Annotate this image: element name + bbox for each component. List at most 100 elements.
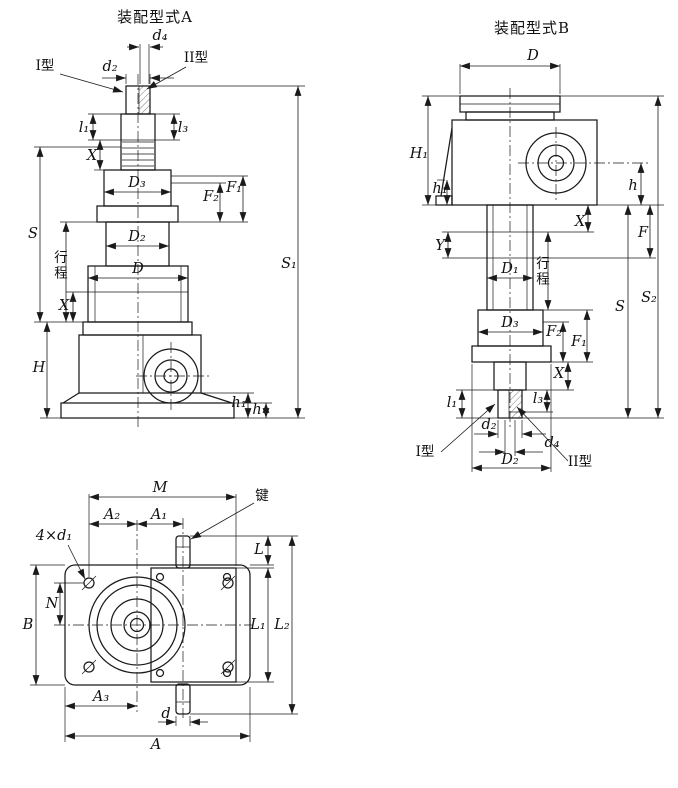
- bolt-hole: [83, 661, 95, 673]
- view-plan: M 键 A₂ A₁ 4×d₁ L B N L₁ L₂ A₃ d A: [22, 480, 298, 753]
- b-dim-l3: l₃: [533, 391, 544, 407]
- a-dim-D3: D₃: [127, 175, 146, 191]
- view-a-outline: [60, 85, 235, 419]
- worm-bearing-inner-a: [163, 368, 179, 384]
- flange-b: [471, 345, 552, 363]
- plan-dim-N: N: [45, 596, 60, 612]
- bolt-hole: [222, 661, 234, 673]
- base-plate-plan: [64, 564, 251, 686]
- b-dim-D3: D₃: [500, 315, 519, 331]
- plan-dimension-lines: [32, 493, 296, 740]
- plan-key-label: 键: [255, 488, 269, 504]
- b-dim-F1: F₁: [570, 334, 587, 350]
- housing-foot-b: [435, 195, 453, 206]
- view-b-dimension-lines: [424, 62, 662, 472]
- plan-d1-note: 4×d₁: [35, 528, 72, 544]
- flange-corner-hole: [222, 668, 232, 678]
- a-dim-x-upper: X: [86, 148, 98, 164]
- b-dim-H1: H₁: [409, 146, 428, 162]
- b-dim-D: D: [526, 48, 539, 64]
- b-type2-label: II型: [568, 454, 592, 470]
- flange-corner-hole: [155, 668, 165, 678]
- lift-tube-b: [486, 204, 534, 311]
- b-dim-h1: h₁: [432, 181, 447, 197]
- a-dim-S1: S₁: [281, 256, 297, 272]
- a-dim-d4: d₄: [152, 28, 167, 44]
- plan-dim-L1: L₁: [249, 617, 265, 633]
- plan-dim-A1: A₁: [149, 507, 167, 523]
- view-b-detail-and-extension-lines: [422, 64, 664, 472]
- b-dim-D1: D₁: [500, 261, 518, 277]
- flange-corner-hole: [222, 572, 232, 582]
- a-type1-label: I型: [36, 58, 55, 74]
- view-a-centerlines: [136, 74, 210, 428]
- b-dim-S: S: [615, 299, 625, 315]
- worm-bearing-mid-b: [537, 144, 575, 182]
- boss-circle-4: [123, 611, 151, 639]
- a-dim-l1: l₁: [79, 120, 89, 136]
- a-dim-D2: D₂: [127, 229, 146, 245]
- housing-flange-plan: [150, 567, 237, 683]
- worm-bearing-mid-a: [154, 359, 188, 393]
- b-dim-d4: d₄: [544, 435, 559, 451]
- shaft-stub-b: [497, 389, 523, 419]
- housing-body-b: [451, 119, 598, 206]
- section-hatch-a: [139, 86, 150, 114]
- b-dim-S2: S₂: [641, 290, 657, 306]
- plan-dim-A2: A₂: [102, 507, 120, 523]
- base-plate-a: [60, 402, 235, 419]
- b-dim-l1: l₁: [447, 395, 457, 411]
- a-dim-H: H: [32, 360, 46, 376]
- boss-circle-2: [96, 584, 178, 666]
- a-dim-F1: F₁: [225, 180, 242, 196]
- flange-corner-hole: [155, 572, 165, 582]
- plan-dim-d: d: [161, 706, 170, 722]
- b-dim-x-lower: X: [553, 366, 565, 382]
- b-type1-label: I型: [416, 444, 435, 460]
- view-b-centerlines: [509, 88, 648, 428]
- b-dim-F: F: [637, 225, 649, 241]
- a-type2-label: II型: [184, 50, 208, 66]
- a-dim-S: S: [28, 226, 38, 242]
- b-dim-travel: 行程: [533, 256, 550, 287]
- view-b-outline: [435, 95, 598, 419]
- plan-dim-B: B: [22, 617, 34, 633]
- plan-dim-A: A: [149, 737, 161, 753]
- a-dim-travel: 行程: [51, 250, 68, 281]
- view-a-detail-and-extension-lines: [34, 44, 305, 419]
- b-dim-h: h: [628, 178, 637, 194]
- housing-flange-a: [82, 321, 193, 336]
- view-a: 装配型式A d₄ I型 II型 d₂ l₁ l₃ X D₃ F₂ F₁ S D₂…: [28, 8, 305, 428]
- plan-labels: M 键 A₂ A₁ 4×d₁ L B N L₁ L₂ A₃ d A: [22, 480, 290, 753]
- flange-a: [96, 205, 179, 223]
- plan-dim-A3: A₃: [91, 689, 109, 705]
- view-a-labels: 装配型式A d₄ I型 II型 d₂ l₁ l₃ X D₃ F₂ F₁ S D₂…: [28, 8, 297, 418]
- view-a-dimension-lines: [36, 43, 302, 418]
- worm-bearing-outer-b: [525, 132, 587, 194]
- boss-circle-3: [110, 598, 164, 652]
- a-dim-h: h: [252, 402, 261, 418]
- b-dim-F2: F₂: [545, 324, 562, 340]
- plan-outline: [64, 535, 251, 715]
- housing-body-a: [78, 334, 202, 394]
- view-b: 装配型式B D H₁ h₁ h Y X F D₁ 行程 S₂ S D₃ F₂ F…: [409, 19, 664, 472]
- b-dim-d2: d₂: [481, 417, 496, 433]
- a-dim-h1: h₁: [231, 395, 246, 411]
- b-dim-D2: D₂: [500, 452, 519, 468]
- key-bottom: [175, 683, 191, 715]
- worm-bearing-inner-b: [547, 154, 565, 172]
- plan-dim-L: L: [253, 542, 264, 558]
- b-dim-Y: Y: [435, 238, 446, 254]
- a-dim-d2: d₂: [102, 59, 117, 75]
- a-dim-x-lower: X: [58, 298, 70, 314]
- key-top: [175, 535, 191, 569]
- view-a-title: 装配型式A: [117, 8, 193, 26]
- boss-circle-5: [129, 617, 145, 633]
- view-b-title: 装配型式B: [494, 19, 570, 37]
- bolt-hole: [222, 577, 234, 589]
- plan-dim-M: M: [152, 480, 169, 496]
- a-dim-D: D: [131, 261, 144, 277]
- a-dim-F2: F₂: [202, 189, 219, 205]
- plan-centerlines: [54, 518, 252, 718]
